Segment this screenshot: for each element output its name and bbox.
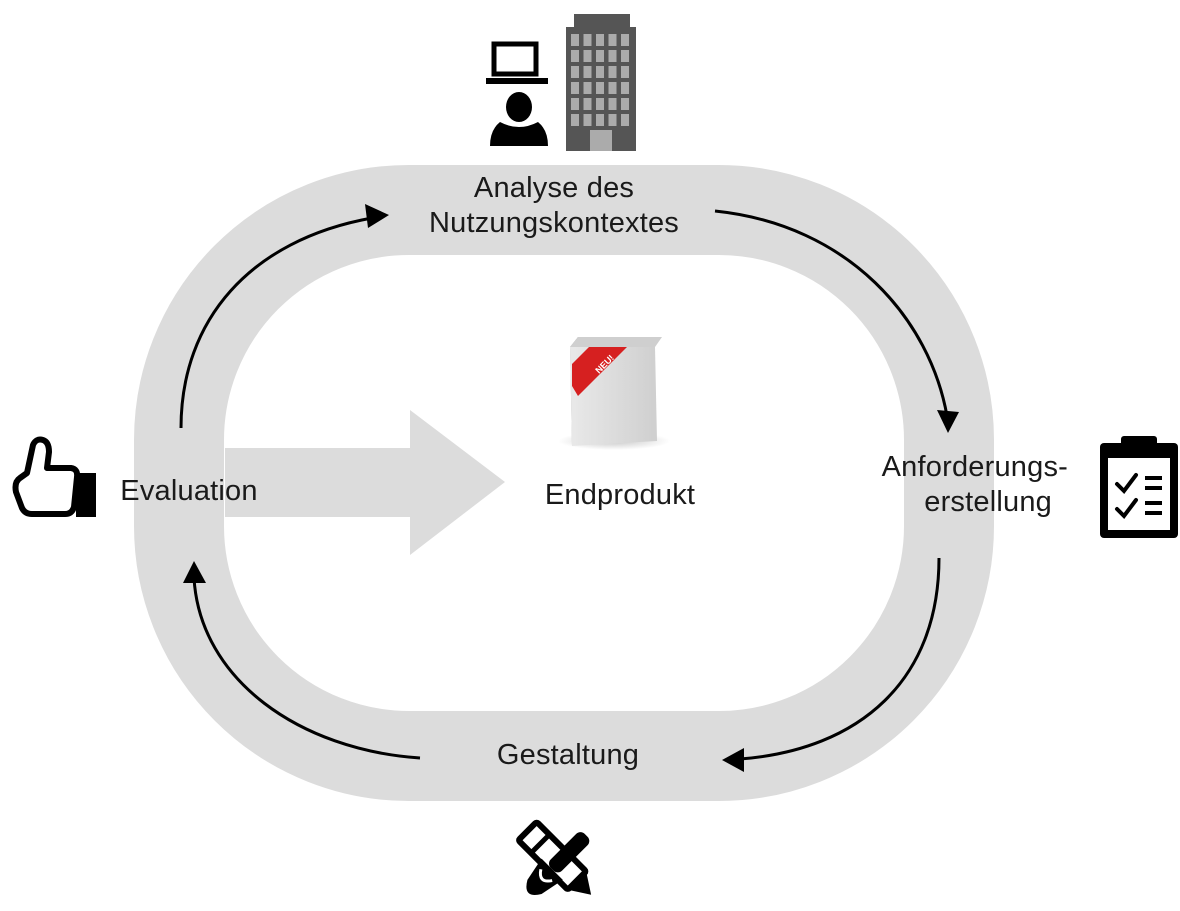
building-window [608,50,617,62]
building-window [608,82,617,94]
arrow-analysis-to-requirements [714,209,949,417]
building-window [596,114,604,126]
building-icon [566,14,636,151]
evaluation-to-product-arrow [225,410,505,555]
building-window [571,66,579,78]
building-window [583,66,592,78]
building-window [621,114,629,126]
stage-label-analysis: Analyse des Nutzungskontextes [414,171,694,241]
building-window [583,82,592,94]
stage-label-evaluation: Evaluation [120,475,258,507]
stage-label-requirements: Anforderungs- erstellung [838,450,1068,520]
product-box-icon: NEU! [558,337,670,450]
arrow-evaluation-to-analysis [179,216,373,429]
arrow-requirements-to-design [739,557,941,761]
building-window [608,98,617,110]
arrowhead-design [722,748,744,772]
building-window [621,34,629,46]
building-window [583,98,592,110]
building-window [596,34,604,46]
arrowhead-requirements [937,410,959,433]
arrowhead-evaluation [183,561,206,583]
building-window [621,50,629,62]
process-loop-track [134,165,994,801]
stage-label-requirements-line-2: erstellung [924,485,1052,518]
arrow-design-to-evaluation [192,577,421,760]
building-window [621,82,629,94]
flow-arrows [179,209,949,761]
building-window [596,66,604,78]
building-window [608,66,617,78]
person-icon [490,92,548,146]
building-window [621,66,629,78]
stage-label-requirements-line-1: Anforderungs- [881,451,1068,483]
building-window [596,82,604,94]
stage-label-design: Gestaltung [496,739,640,771]
clipboard-checklist-icon [1100,436,1178,538]
stage-label-analysis-line-1: Analyse des [473,172,635,204]
building-window [571,114,579,126]
building-window [608,34,617,46]
brush-pencil-icon [516,819,592,895]
product-badge [572,347,627,396]
building-window [596,50,604,62]
building-window [571,82,579,94]
building-window [608,114,617,126]
arrowhead-analysis [365,204,389,228]
building-window [621,98,629,110]
center-label-endprodukt: Endprodukt [544,479,696,511]
stage-label-analysis-line-2: Nutzungskontextes [428,206,680,239]
building-window [583,50,592,62]
building-window [583,34,592,46]
building-window [571,50,579,62]
building-window [583,114,592,126]
laptop-icon [486,41,548,84]
building-window [571,34,579,46]
building-window [596,98,604,110]
building-window [571,98,579,110]
thumbs-up-icon [12,436,96,517]
